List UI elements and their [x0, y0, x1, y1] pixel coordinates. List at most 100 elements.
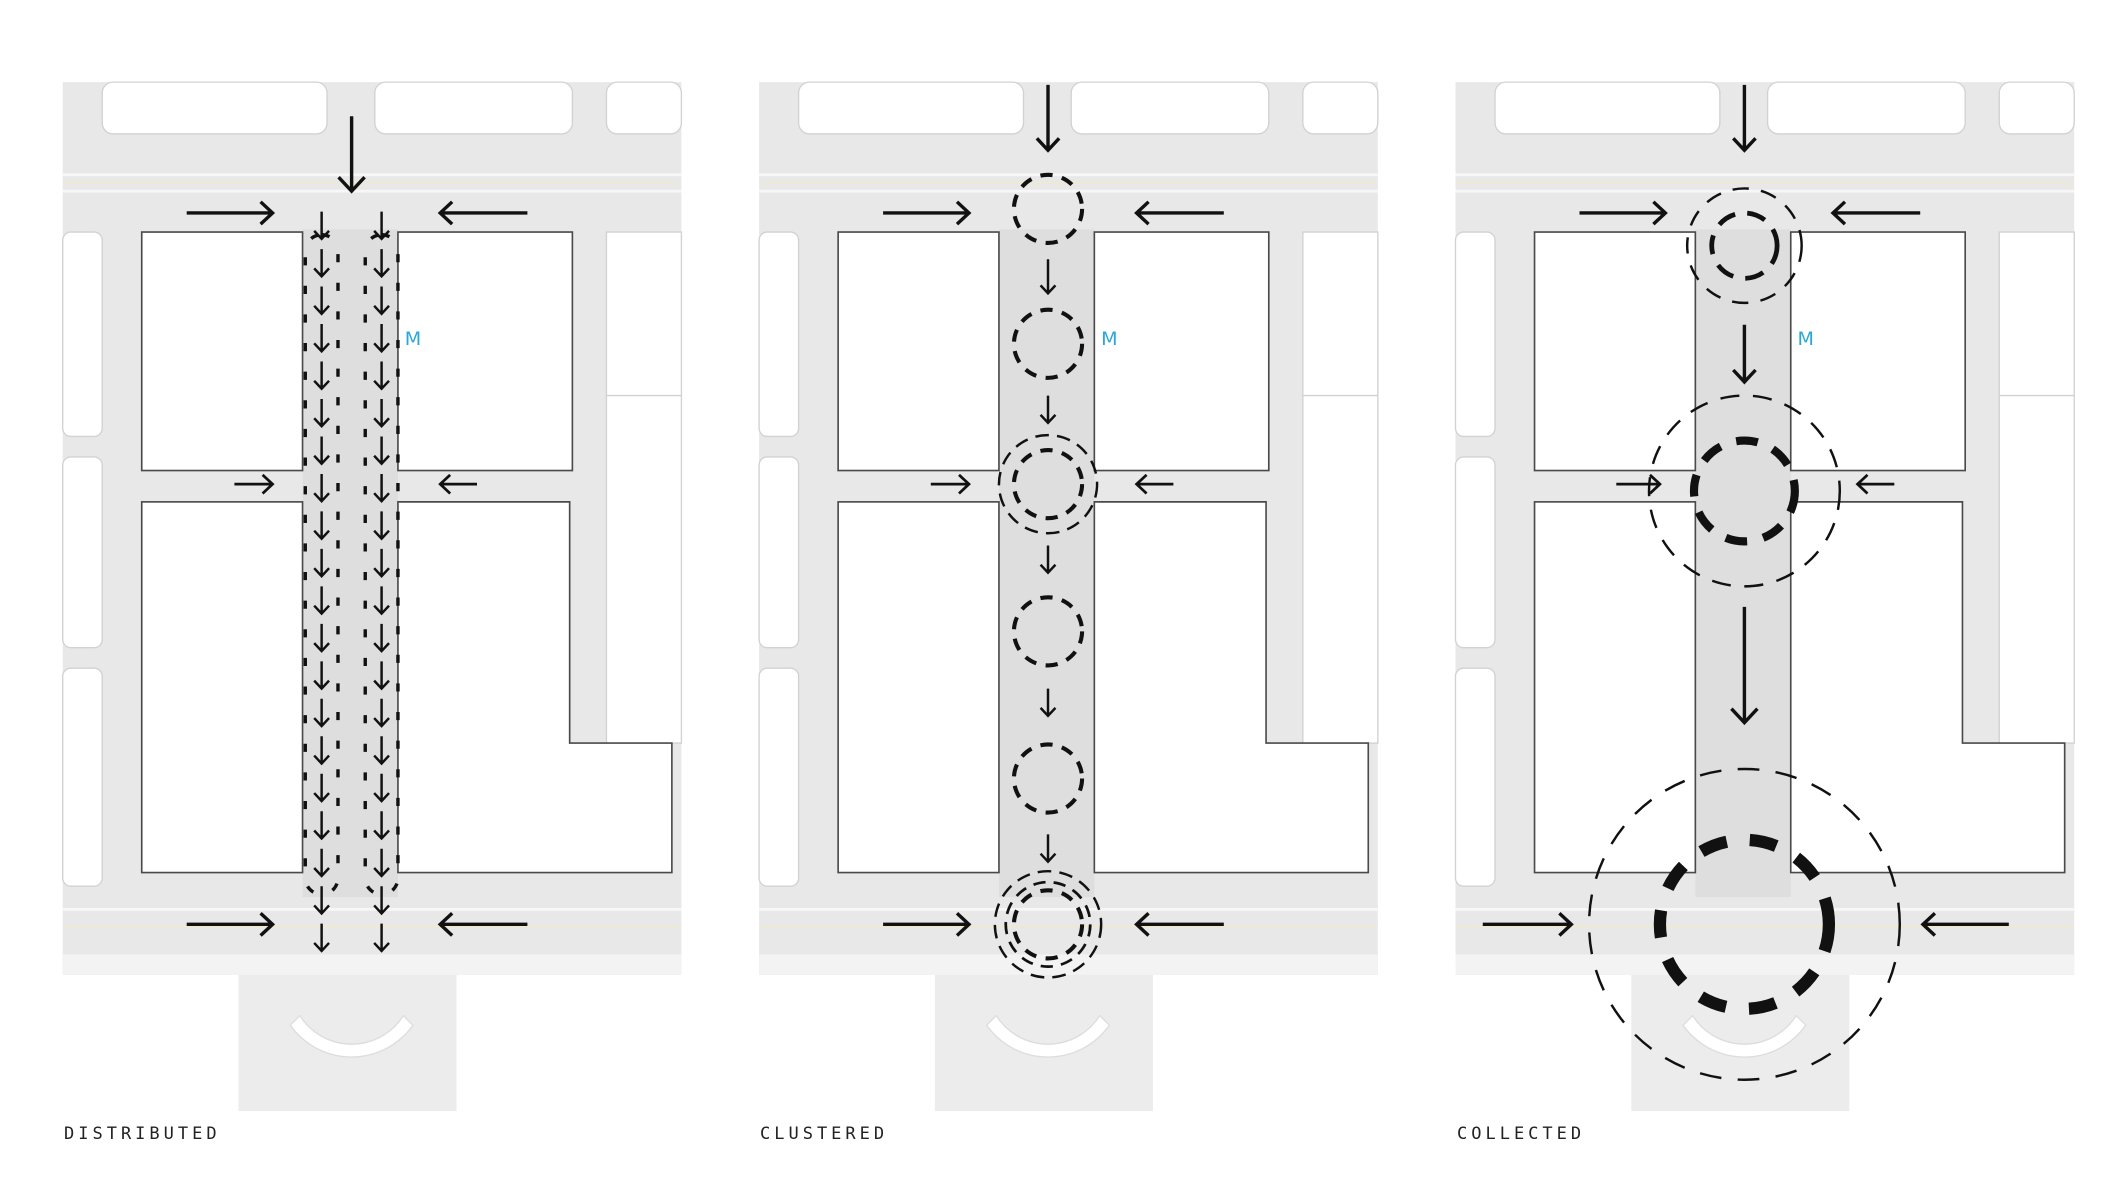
- arrow-icon: [186, 200, 276, 226]
- arrow-icon: [373, 249, 390, 279]
- arrow-icon: [930, 473, 971, 495]
- arrow-icon: [1039, 395, 1057, 425]
- arrow-icon: [1482, 911, 1574, 937]
- arrow-icon: [313, 548, 330, 578]
- panel-collected: M: [1454, 81, 2075, 1112]
- arrow-icon: [373, 548, 390, 578]
- arrow-icon: [373, 811, 390, 841]
- arrow-icon: [313, 436, 330, 466]
- lane-marking: [759, 173, 1378, 911]
- arrow-icon: [1134, 200, 1224, 226]
- arrow-icon: [1830, 200, 1921, 226]
- panel-distributed: M: [62, 81, 683, 1112]
- panel-clustered: M: [758, 81, 1379, 1112]
- arrow-icon: [373, 848, 390, 878]
- arrow-icon: [313, 923, 330, 953]
- center-line: [1455, 182, 2075, 928]
- collection-ring: [1709, 210, 1780, 281]
- city-block: [1789, 501, 2066, 874]
- arrow-icon: [1730, 606, 1759, 726]
- city-block: [62, 456, 103, 649]
- city-block: [758, 456, 800, 649]
- arrow-icon: [186, 911, 276, 937]
- cluster-outer-ring: [993, 869, 1103, 979]
- cluster-ring: [1011, 307, 1085, 380]
- city-block: [101, 81, 328, 135]
- arrow-icon: [1732, 84, 1757, 153]
- arrow-icon: [313, 698, 330, 728]
- plaza-arc: [289, 1014, 414, 1058]
- arrow-icon: [313, 361, 330, 391]
- city-block: [140, 501, 304, 874]
- city-block: [758, 231, 800, 438]
- arrow-icon: [373, 211, 390, 241]
- city-block: [374, 81, 574, 135]
- city-block: [1789, 231, 1967, 472]
- arrow-icon: [313, 736, 330, 766]
- arrow-icon: [313, 249, 330, 279]
- city-block: [758, 667, 800, 887]
- metro-icon: M: [1101, 328, 1117, 350]
- arrow-icon: [313, 811, 330, 841]
- city-block: [1998, 81, 2075, 135]
- sidewalk: [1455, 954, 2075, 975]
- city-block: [397, 501, 673, 874]
- arrow-icon: [234, 473, 275, 495]
- city-block: [1998, 231, 2075, 397]
- arrow-icon: [1039, 259, 1057, 296]
- arrow-icon: [437, 911, 528, 937]
- city-block: [1093, 231, 1270, 472]
- city-block: [1093, 501, 1370, 874]
- collection-outer-ring: [1587, 767, 1901, 1081]
- plaza-stub: [934, 974, 1153, 1112]
- panel-label-collected: COLLECTED: [1457, 1124, 1586, 1144]
- city-block: [1302, 81, 1379, 135]
- cluster-ring: [1011, 448, 1085, 521]
- city-block: [1494, 81, 1721, 135]
- plaza-stub: [1631, 974, 1850, 1112]
- arrow-icon: [313, 211, 330, 241]
- arrow-icon: [1039, 688, 1057, 718]
- collection-ring: [1653, 833, 1836, 1015]
- cluster-ring: [1011, 172, 1085, 245]
- cluster-outer-ring: [1004, 880, 1092, 968]
- arrow-icon: [313, 324, 330, 354]
- arrow-icon: [438, 473, 477, 495]
- city-block: [837, 501, 1000, 874]
- arrow-icon: [373, 698, 390, 728]
- city-block: [1533, 501, 1697, 874]
- city-block: [1454, 667, 1496, 887]
- city-block: [605, 231, 683, 397]
- sidewalk: [62, 954, 682, 975]
- arrow-icon: [313, 848, 330, 878]
- panel-label-clustered: CLUSTERED: [760, 1124, 889, 1144]
- city-block: [605, 81, 683, 135]
- city-block: [1766, 81, 1966, 135]
- cluster-ring: [1011, 888, 1085, 961]
- collection-ring: [1689, 436, 1799, 546]
- arrow-icon: [1732, 324, 1757, 385]
- city-block: [140, 231, 304, 472]
- city-block: [1454, 456, 1496, 649]
- city-block: [1302, 231, 1379, 397]
- plaza-stub: [238, 974, 457, 1112]
- arrow-icon: [373, 886, 390, 916]
- city-block: [605, 394, 683, 744]
- arrow-icon: [373, 286, 390, 316]
- metro-icon: M: [405, 328, 421, 350]
- cluster-outer-ring: [997, 433, 1099, 535]
- arrow-icon: [313, 586, 330, 616]
- arrow-icon: [373, 586, 390, 616]
- arrow-icon: [1035, 84, 1061, 153]
- collection-outer-ring: [1685, 187, 1803, 305]
- city-block: [62, 667, 103, 887]
- city-block: [1998, 394, 2075, 744]
- arrow-icon: [373, 436, 390, 466]
- arrow-icon: [373, 361, 390, 391]
- city-block: [1454, 231, 1496, 438]
- arrow-icon: [437, 200, 528, 226]
- arrow-icon: [1920, 911, 2009, 937]
- city-block: [62, 231, 103, 438]
- arrow-icon: [313, 773, 330, 803]
